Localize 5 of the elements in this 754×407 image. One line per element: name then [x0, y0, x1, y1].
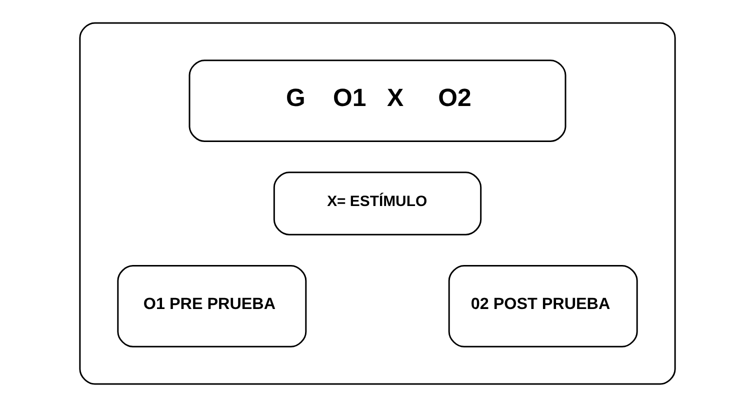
cluster [78, 22, 676, 385]
node-box: 02 POST PRUEBA [448, 265, 638, 348]
node-box: X= ESTÍMULO [272, 172, 482, 236]
node-box: O1 PRE PRUEBA [116, 265, 306, 348]
node-box: G O1 X O2 [188, 60, 566, 142]
